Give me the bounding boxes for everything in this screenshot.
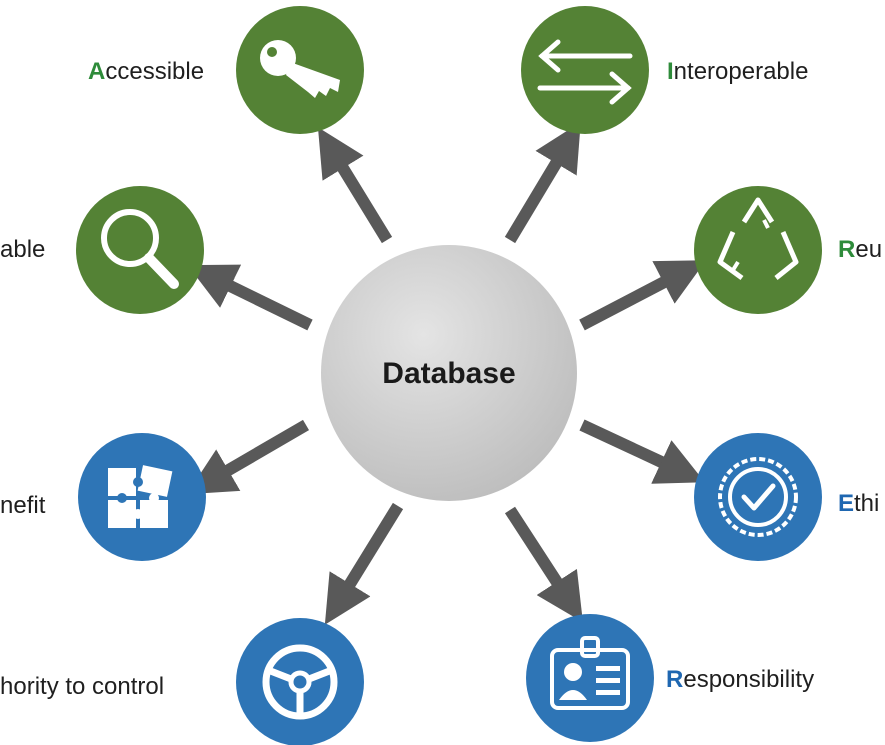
label-ethics: Ethi (838, 490, 879, 518)
label-reusable-initial: R (838, 236, 856, 263)
label-interoperable-initial: I (667, 58, 674, 85)
puzzle-icon (108, 465, 173, 528)
recycle-icon (717, 197, 799, 281)
database-node (321, 245, 577, 501)
arrow-to-ethics (579, 419, 705, 484)
label-ethics-rest: thi (854, 490, 880, 517)
badge-check-icon (718, 457, 798, 537)
accessible-node (236, 6, 364, 134)
responsibility-node (526, 614, 654, 742)
label-reusable: Reu (838, 236, 882, 264)
arrow-to-findable (187, 264, 313, 331)
label-responsibility-initial: R (666, 666, 684, 693)
label-responsibility-rest: esponsibility (683, 666, 815, 693)
label-findable-rest: able (0, 236, 46, 263)
label-accessible-initial: A (88, 58, 106, 85)
label-findable: able (0, 236, 45, 264)
label-benefit-rest: nefit (0, 492, 46, 519)
arrow-to-responsibility (504, 506, 583, 623)
label-authority: hority to control (0, 673, 164, 701)
arrow-to-reusable (579, 260, 707, 331)
magnifier-icon (101, 209, 179, 289)
authority-node (236, 618, 364, 745)
arrow-to-accessible (317, 127, 393, 244)
reusable-node (694, 186, 822, 314)
label-interoperable-rest: nteroperable (673, 58, 809, 85)
label-benefit: nefit (0, 492, 45, 520)
arrow-to-benefit (186, 419, 310, 495)
findable-node (76, 186, 204, 314)
label-ethics-initial: E (838, 490, 855, 517)
key-icon (260, 40, 340, 98)
arrow-to-interoperable (504, 122, 581, 244)
benefit-node (78, 433, 206, 561)
steering-wheel-icon (262, 644, 338, 720)
label-accessible: Accessible (88, 58, 204, 86)
ethics-node (694, 433, 822, 561)
label-accessible-rest: ccessible (105, 58, 205, 85)
label-reusable-rest: eu (855, 236, 883, 263)
id-card-icon (550, 636, 630, 710)
arrow-to-authority (324, 502, 404, 625)
interoperable-node (521, 6, 649, 134)
label-interoperable: Interoperable (667, 58, 808, 86)
label-responsibility: Responsibility (666, 666, 814, 694)
arrows-exchange-icon (537, 39, 633, 105)
center-label: Database (382, 357, 516, 390)
label-authority-rest: hority to control (0, 673, 165, 700)
